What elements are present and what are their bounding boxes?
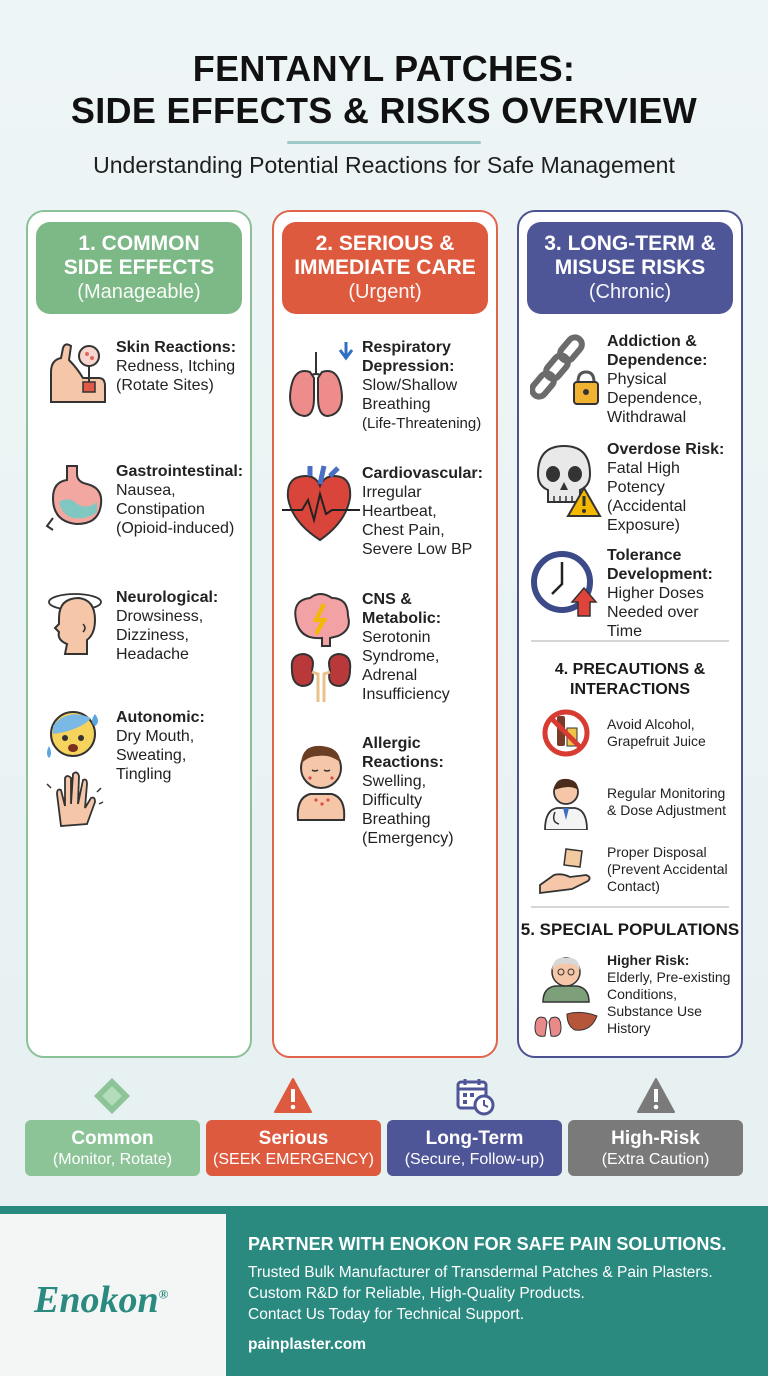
column-heading: 2. SERIOUS & IMMEDIATE CARE (Urgent)	[282, 222, 488, 314]
column-common: 1. COMMON SIDE EFFECTS (Manageable) Skin…	[26, 210, 252, 1058]
item-text: Tolerance Development: Higher Doses Need…	[607, 547, 713, 640]
item-text: Overdose Risk: Fatal High Potency (Accid…	[607, 441, 725, 534]
warning-grey-icon	[637, 1078, 675, 1113]
brain-kidney-icon	[280, 590, 362, 706]
legend-common: Common (Monitor, Rotate)	[25, 1120, 200, 1176]
page-subtitle: Understanding Potential Reactions for Sa…	[93, 152, 675, 178]
legend-serious: Serious (SEEK EMERGENCY)	[206, 1120, 381, 1176]
logo-panel: Enokon®	[0, 1214, 226, 1376]
list-item: Neurological: Drowsiness, Dizziness, Hea…	[34, 588, 246, 664]
heading-line-1: 3. LONG-TERM &	[544, 232, 716, 255]
footer-headline: PARTNER WITH ENOKON FOR SAFE PAIN SOLUTI…	[248, 1234, 727, 1254]
list-item: Overdose Risk: Fatal High Potency (Accid…	[525, 440, 737, 535]
footer-line: Contact Us Today for Technical Support.	[248, 1306, 524, 1323]
footer-banner: Enokon® PARTNER WITH ENOKON FOR SAFE PAI…	[0, 1206, 768, 1376]
brand-logo: Enokon®	[34, 1279, 169, 1321]
hand-patch-icon	[525, 845, 607, 895]
list-item: Avoid Alcohol, Grapefruit Juice	[525, 708, 737, 758]
item-text: Neurological: Drowsiness, Dizziness, Hea…	[116, 589, 219, 663]
heading-line-2: MISUSE RISKS	[554, 256, 706, 279]
item-text: Allergic Reactions: Swelling, Difficulty…	[362, 735, 454, 847]
calendar-clock-icon	[456, 1079, 495, 1116]
list-item: Allergic Reactions: Swelling, Difficulty…	[280, 734, 492, 848]
warning-red-icon	[274, 1078, 312, 1113]
item-text: Proper Disposal (Prevent Accidental Cont…	[607, 844, 728, 894]
list-item: Tolerance Development: Higher Doses Need…	[525, 546, 737, 641]
allergic-person-icon	[280, 734, 362, 848]
list-item: Autonomic: Dry Mouth, Sweating, Tingling	[34, 708, 246, 832]
heading-line-2: SIDE EFFECTS	[63, 256, 215, 279]
item-text: Avoid Alcohol, Grapefruit Juice	[607, 716, 706, 749]
doctor-icon	[525, 774, 607, 830]
skull-warning-icon	[525, 440, 607, 535]
heading-line-1: 2. SERIOUS &	[315, 232, 455, 255]
list-item: Respiratory Depression: Slow/Shallow Bre…	[280, 338, 492, 433]
item-text: Gastrointestinal: Nausea, Constipation (…	[116, 463, 244, 537]
item-text: Higher Risk: Elderly, Pre-existing Condi…	[607, 952, 731, 1036]
list-item: Higher Risk: Elderly, Pre-existing Condi…	[525, 952, 737, 1038]
list-item: Cardiovascular: Irregular Heartbeat, Che…	[280, 464, 492, 559]
diamond-patch-icon	[94, 1078, 130, 1114]
item-text: Addiction & Dependence: Physical Depende…	[607, 333, 708, 426]
footer-line: Trusted Bulk Manufacturer of Transdermal…	[248, 1264, 713, 1281]
heart-icon	[280, 464, 362, 559]
sweating-face-icon	[34, 708, 116, 832]
list-item: Gastrointestinal: Nausea, Constipation (…	[34, 462, 246, 538]
column-long-term: 3. LONG-TERM & MISUSE RISKS (Chronic) Ad…	[517, 210, 743, 1058]
list-item: Regular Monitoring & Dose Adjustment	[525, 774, 737, 830]
column-heading: 3. LONG-TERM & MISUSE RISKS (Chronic)	[527, 222, 733, 314]
legend-high-risk: High-Risk (Extra Caution)	[568, 1120, 743, 1176]
heading-line-2: IMMEDIATE CARE	[294, 256, 476, 279]
dizzy-head-icon	[34, 588, 116, 664]
heading-sub: (Chronic)	[588, 281, 672, 303]
chain-lock-icon	[525, 332, 607, 427]
list-item: CNS & Metabolic: Serotonin Syndrome, Adr…	[280, 590, 492, 706]
title-line-1: FENTANYL PATCHES:	[192, 48, 576, 89]
elderly-organs-icon	[525, 952, 607, 1038]
list-item: Addiction & Dependence: Physical Depende…	[525, 332, 737, 427]
heading-line-1: 1. COMMON	[78, 232, 200, 255]
section-divider	[531, 640, 729, 642]
item-text: Cardiovascular: Irregular Heartbeat, Che…	[362, 465, 483, 558]
clock-up-icon	[525, 546, 607, 641]
list-item: Skin Reactions: Redness, Itching (Rotate…	[34, 338, 246, 408]
column-heading: 1. COMMON SIDE EFFECTS (Manageable)	[36, 222, 242, 314]
page-title: FENTANYL PATCHES: SIDE EFFECTS & RISKS O…	[0, 48, 768, 132]
stomach-icon	[34, 462, 116, 538]
lungs-icon	[280, 338, 362, 433]
list-item: Proper Disposal (Prevent Accidental Cont…	[525, 844, 737, 895]
item-text: Skin Reactions: Redness, Itching (Rotate…	[116, 339, 237, 394]
item-text: Regular Monitoring & Dose Adjustment	[607, 785, 727, 818]
column-serious: 2. SERIOUS & IMMEDIATE CARE (Urgent) Res…	[272, 210, 498, 1058]
footer-website-link[interactable]: painplaster.com	[248, 1336, 367, 1353]
footer-line: Custom R&D for Reliable, High-Quality Pr…	[248, 1285, 585, 1302]
special-populations-title: 5. SPECIAL POPULATIONS	[520, 920, 740, 939]
arm-patch-icon	[34, 338, 116, 408]
title-line-2: SIDE EFFECTS & RISKS OVERVIEW	[70, 90, 698, 131]
item-text: Respiratory Depression: Slow/Shallow Bre…	[362, 339, 482, 432]
item-text: Autonomic: Dry Mouth, Sweating, Tingling	[116, 709, 205, 783]
item-text: CNS & Metabolic: Serotonin Syndrome, Adr…	[362, 591, 450, 703]
heading-sub: (Manageable)	[77, 281, 201, 303]
legend-long-term: Long-Term (Secure, Follow-up)	[387, 1120, 562, 1176]
section-divider	[531, 906, 729, 908]
heading-sub: (Urgent)	[348, 281, 422, 303]
precautions-title: 4. PRECAUTIONS & INTERACTIONS	[554, 661, 706, 698]
no-alcohol-icon	[525, 708, 607, 758]
title-divider	[287, 141, 481, 144]
